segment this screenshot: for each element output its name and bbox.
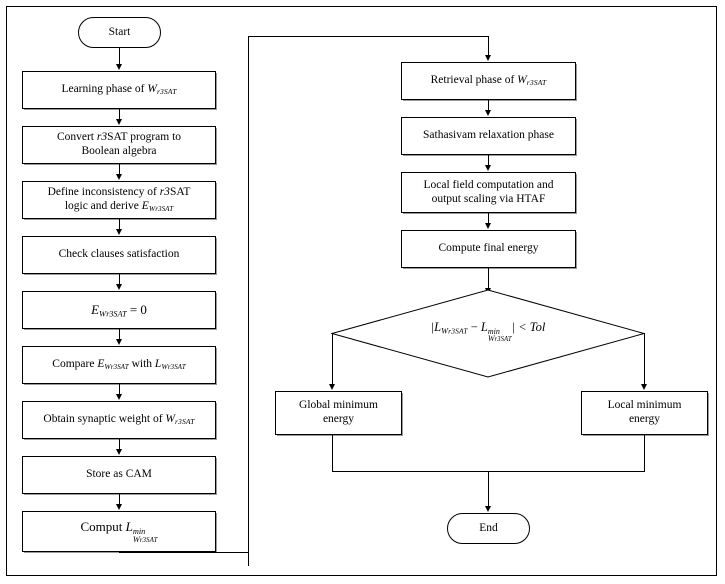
node-sathasivam-relaxation[interactable]: Sathasivam relaxation phase — [401, 117, 576, 155]
connector-retrieval-to-sathasivam — [488, 100, 489, 111]
node-compare-energy[interactable]: Compare EWr3SAT with LWr3SAT — [22, 346, 216, 384]
connector-energy-to-compare — [119, 329, 120, 340]
connector-computefinal-to-decision — [488, 268, 489, 289]
node-obtain-synaptic[interactable]: Obtain synaptic weight of Wr3SAT — [22, 401, 216, 439]
node-compute-final-energy-label: Compute final energy — [438, 242, 539, 255]
node-compare-energy-label: Compare EWr3SAT with LWr3SAT — [52, 357, 186, 372]
node-end-label: End — [479, 521, 498, 534]
connector-convert-to-define — [119, 164, 120, 175]
arrow-define-to-check — [116, 229, 122, 235]
sub-r3sat: r3SAT — [156, 87, 177, 97]
loopback-segment-down — [248, 552, 249, 566]
connector-define-to-check — [119, 219, 120, 230]
node-define-inconsistency-label: Define inconsistency of r3SAT logic and … — [47, 186, 191, 213]
node-local-field-label: Local field computation and output scali… — [423, 178, 554, 205]
node-learning-phase[interactable]: Learning phase of Wr3SAT — [22, 71, 216, 109]
connector-sathasivam-to-localfield — [488, 155, 489, 166]
connector-compare-to-obtain — [119, 384, 120, 395]
node-global-minimum-energy-label: Global minimum energy — [299, 399, 378, 425]
node-compute-final-energy[interactable]: Compute final energy — [401, 230, 576, 268]
node-local-minimum-energy-label: Local minimum energy — [607, 399, 682, 425]
connector-store-to-comput — [119, 494, 120, 505]
node-check-clauses-label: Check clauses satisfaction — [58, 248, 180, 261]
node-store-cam[interactable]: Store as CAM — [22, 456, 216, 494]
arrow-sathasivam-to-localfield — [485, 165, 491, 171]
node-check-clauses[interactable]: Check clauses satisfaction — [22, 236, 216, 274]
node-store-cam-label: Store as CAM — [86, 468, 152, 481]
node-end[interactable]: End — [447, 513, 530, 544]
arrow-decision-to-local — [641, 384, 647, 390]
connector-start-to-learning — [119, 48, 120, 65]
arrow-localfield-to-computefinal — [485, 223, 491, 229]
arrow-check-to-energy — [116, 284, 122, 290]
connector-decision-to-local — [644, 333, 645, 384]
loopback-segment-riser — [248, 36, 249, 553]
connector-decision-to-global — [332, 333, 333, 384]
node-obtain-synaptic-label: Obtain synaptic weight of Wr3SAT — [43, 412, 195, 427]
node-convert-boolean-label: Convert r3SAT program to Boolean algebra — [56, 131, 182, 157]
node-learning-phase-label: Learning phase of Wr3SAT — [61, 82, 177, 97]
node-energy-zero-label: EWr3SAT = 0 — [91, 301, 147, 318]
node-convert-boolean[interactable]: Convert r3SAT program to Boolean algebra — [22, 126, 216, 164]
arrow-energy-to-compare — [116, 339, 122, 345]
arrow-compare-to-obtain — [116, 394, 122, 400]
arrow-store-to-comput — [116, 504, 122, 510]
arrow-decision-to-global — [329, 384, 335, 390]
connector-obtain-to-store — [119, 439, 120, 450]
node-energy-zero[interactable]: EWr3SAT = 0 — [22, 291, 216, 329]
diagram-border — [6, 6, 717, 576]
node-start[interactable]: Start — [78, 17, 161, 48]
node-local-minimum-energy[interactable]: Local minimum energy — [581, 391, 708, 435]
arrow-loopback-to-retrieval — [485, 55, 491, 61]
arrow-start-to-learning — [116, 64, 122, 70]
node-local-field[interactable]: Local field computation and output scali… — [401, 172, 576, 213]
loopback-segment-bottom — [119, 552, 249, 553]
connector-global-down — [332, 435, 333, 471]
arrow-obtain-to-store — [116, 449, 122, 455]
connector-merge-to-end — [488, 471, 489, 507]
arrow-merge-to-end — [485, 506, 491, 512]
node-retrieval-phase[interactable]: Retrieval phase of Wr3SAT — [401, 62, 576, 100]
node-start-label: Start — [108, 25, 131, 38]
node-define-inconsistency[interactable]: Define inconsistency of r3SAT logic and … — [22, 181, 216, 219]
diamond-shape — [331, 289, 645, 378]
sym-E: E — [141, 199, 149, 212]
connector-learning-to-convert — [119, 109, 120, 120]
connector-check-to-energy — [119, 274, 120, 285]
arrow-convert-to-define — [116, 174, 122, 180]
node-sathasivam-relaxation-label: Sathasivam relaxation phase — [423, 129, 554, 142]
arrow-retrieval-to-sathasivam — [485, 110, 491, 116]
loopback-segment-top — [248, 36, 488, 37]
sym-W: W — [147, 82, 157, 95]
node-global-minimum-energy[interactable]: Global minimum energy — [275, 391, 402, 435]
loopback-segment-into-retrieval — [488, 36, 489, 56]
connector-localfield-to-computefinal — [488, 213, 489, 224]
node-retrieval-phase-label: Retrieval phase of Wr3SAT — [430, 73, 547, 88]
arrow-learning-to-convert — [116, 119, 122, 125]
connector-local-down — [644, 435, 645, 471]
